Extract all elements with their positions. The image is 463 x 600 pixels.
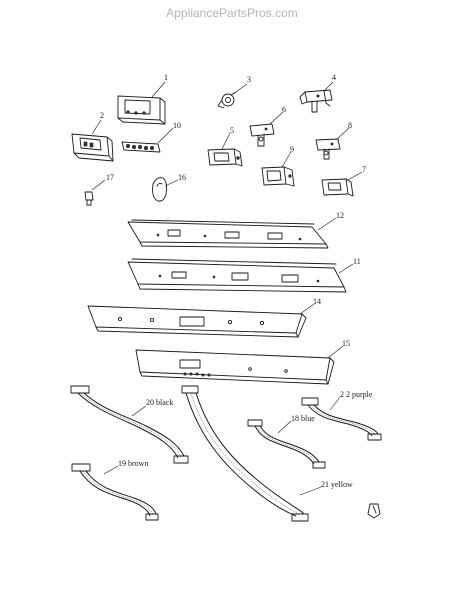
part-1-control-board[interactable] [117, 95, 166, 125]
part-7-small-board[interactable] [321, 178, 354, 197]
part-4-bracket[interactable] [299, 89, 333, 113]
callout-8: 8 [348, 121, 352, 130]
callout-11: 11 [353, 257, 361, 266]
callout-3: 3 [247, 75, 251, 84]
callout-5: 5 [230, 126, 234, 135]
callout-12: 12 [336, 211, 344, 220]
callout-14: 14 [313, 297, 321, 306]
cable-clip[interactable] [367, 503, 381, 519]
part-19-brown-cable[interactable] [71, 463, 159, 521]
callout-19: 19 brown [118, 459, 148, 468]
callout-9: 9 [290, 145, 294, 154]
part-10-keypad[interactable] [121, 141, 161, 153]
callout-16: 16 [178, 173, 186, 182]
part-16-grommet[interactable] [152, 177, 168, 202]
part-6-switch-bracket[interactable] [249, 123, 275, 147]
part-18-blue-cable[interactable] [247, 419, 326, 469]
callout-4: 4 [332, 73, 336, 82]
part-11-inner-panel[interactable] [127, 258, 347, 293]
callout-18: 18 blue [291, 414, 315, 423]
part-22-purple-cable[interactable] [301, 397, 382, 441]
callout-15: 15 [342, 339, 350, 348]
part-9-relay-board[interactable] [261, 166, 295, 187]
part-21-yellow-cable[interactable] [181, 385, 309, 522]
part-8-switch[interactable] [315, 138, 341, 160]
callout-2: 2 [100, 111, 104, 120]
part-5-switch-board[interactable] [207, 148, 243, 167]
part-17-clip[interactable] [84, 191, 94, 206]
part-14-control-panel[interactable] [87, 305, 307, 338]
part-12-support-frame[interactable] [127, 219, 329, 249]
callout-21: 21 yellow [321, 480, 353, 489]
callout-7: 7 [362, 165, 366, 174]
part-2-display-module[interactable] [71, 133, 114, 162]
callout-17: 17 [106, 173, 114, 182]
callout-10: 10 [173, 121, 181, 130]
watermark-text: AppliancePartsPros.com [166, 6, 297, 20]
part-20-black-cable[interactable] [70, 385, 189, 464]
callout-6: 6 [282, 105, 286, 114]
callout-22: 2 2 purple [340, 390, 373, 399]
part-15-panel-overlay[interactable] [135, 349, 335, 385]
part-3-encoder-knob[interactable] [217, 91, 237, 109]
callout-1: 1 [164, 73, 168, 82]
callout-20: 20 black [146, 398, 173, 407]
